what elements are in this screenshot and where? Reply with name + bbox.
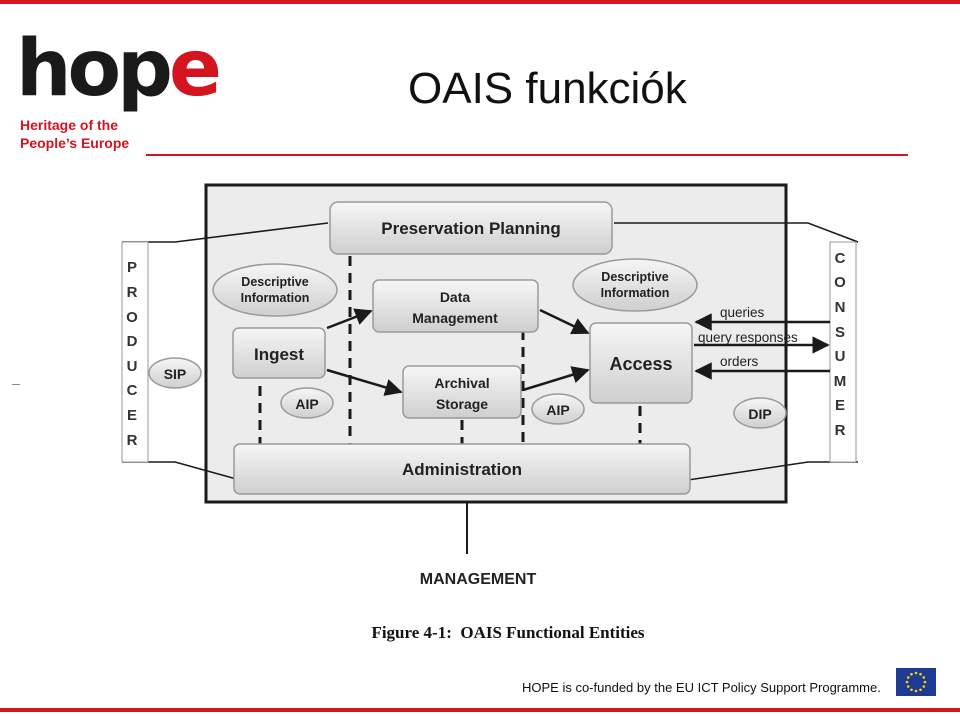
- producer-strip: [121, 241, 149, 463]
- ingest-label: Ingest: [254, 345, 304, 364]
- consumer-letter: O: [834, 274, 846, 291]
- orders-label: orders: [720, 354, 759, 369]
- consumer-letter: M: [834, 373, 847, 390]
- producer-letter: P: [127, 259, 137, 276]
- dip-ellipse: [733, 397, 787, 429]
- hope-logo: hope Heritage of the People’s Europe: [16, 30, 246, 155]
- descriptive-info-left-line2: Information: [241, 291, 310, 305]
- aip-right-ellipse: [531, 393, 585, 425]
- preservation-planning-label: Preservation Planning: [381, 219, 561, 238]
- consumer-strip: [829, 241, 857, 463]
- query-responses-label: query responses: [698, 330, 798, 345]
- descriptive-info-left-line1: Descriptive: [241, 275, 308, 289]
- producer-letter: C: [127, 382, 138, 399]
- producer-letter: R: [127, 432, 138, 449]
- consumer-letter: C: [835, 250, 846, 267]
- sip-label: SIP: [164, 366, 187, 382]
- descriptive-info-right-line1: Descriptive: [601, 270, 668, 284]
- archival-storage-line2: Storage: [436, 396, 488, 412]
- administration-label: Administration: [402, 460, 522, 479]
- producer-letter: O: [126, 309, 138, 326]
- aip-left-label: AIP: [295, 396, 318, 412]
- logo-wordmark: hope: [16, 24, 222, 114]
- bottom-accent-bar: [0, 708, 960, 712]
- administration-box: [233, 443, 691, 495]
- producer-letter: D: [127, 333, 138, 350]
- slide-title: OAIS funkciók: [408, 64, 687, 113]
- aip-left-ellipse: [280, 387, 334, 419]
- logo-tagline-line2: People’s Europe: [20, 135, 130, 151]
- consumer-letter: S: [835, 324, 845, 341]
- oais-functional-diagram: P R O D U C E R C O N S U M E R Preserva…: [121, 183, 859, 642]
- descriptive-info-right-line2: Information: [601, 286, 670, 300]
- access-label: Access: [609, 354, 672, 374]
- access-box: [589, 322, 693, 404]
- archival-storage-line1: Archival: [434, 375, 489, 391]
- consumer-letter: N: [835, 299, 846, 316]
- eu-flag-icon: [896, 668, 936, 696]
- logo-tagline-line1: Heritage of the: [20, 117, 119, 133]
- ingest-box: [232, 327, 326, 379]
- data-management-line1: Data: [440, 289, 471, 305]
- producer-letter: E: [127, 407, 137, 424]
- producer-letter: U: [127, 358, 138, 375]
- consumer-bracket-top: [614, 222, 859, 243]
- aip-right-label: AIP: [546, 402, 569, 418]
- management-label: MANAGEMENT: [420, 571, 537, 588]
- consumer-letter: U: [835, 348, 846, 365]
- consumer-letter: R: [835, 422, 846, 439]
- sip-ellipse: [148, 357, 202, 389]
- footer-funding-text: HOPE is co-funded by the EU ICT Policy S…: [522, 680, 881, 695]
- margin-mark: [12, 384, 20, 385]
- consumer-letters: C O N S U M E R: [834, 250, 847, 439]
- top-accent-bar: [0, 0, 960, 4]
- producer-letters: P R O D U C E R: [126, 259, 138, 449]
- data-management-line2: Management: [412, 310, 498, 326]
- consumer-letter: E: [835, 397, 845, 414]
- flow-arrows: [326, 308, 830, 396]
- figure-caption: Figure 4-1: OAIS Functional Entities: [371, 623, 644, 642]
- queries-label: queries: [720, 305, 765, 320]
- preservation-planning-box: [329, 201, 613, 255]
- producer-letter: R: [127, 284, 138, 301]
- data-management-box: [372, 279, 539, 333]
- dashed-separators: [258, 256, 642, 445]
- title-underline: [146, 154, 908, 156]
- dip-label: DIP: [748, 406, 771, 422]
- descriptive-info-right-ellipse: [572, 258, 698, 312]
- descriptive-info-left-ellipse: [212, 263, 338, 317]
- archival-storage-box: [402, 365, 522, 419]
